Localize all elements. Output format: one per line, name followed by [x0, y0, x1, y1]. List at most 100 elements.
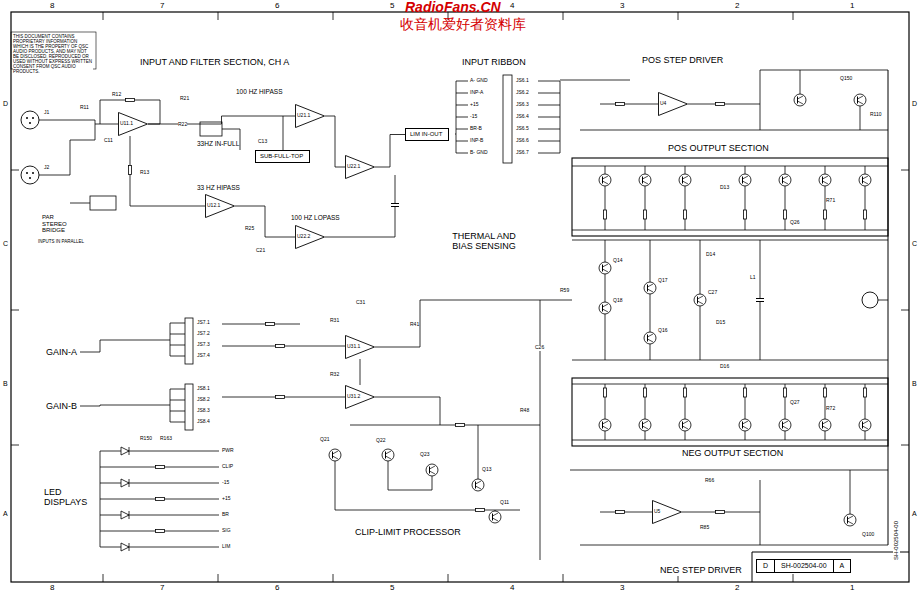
wire	[540, 300, 541, 560]
part-designator: R66	[705, 478, 714, 484]
part-designator: U22.2	[297, 234, 310, 240]
wire	[605, 240, 606, 360]
switch-box: SUB-FULL-TOP	[255, 150, 310, 163]
wire	[222, 324, 300, 325]
connector-pin: JS6.5	[516, 126, 529, 132]
wire	[222, 397, 345, 398]
part-designator: Q26	[790, 220, 799, 226]
wire	[745, 219, 746, 230]
resistor-symbol	[684, 210, 687, 219]
wire	[785, 186, 786, 210]
wire	[648, 289, 654, 292]
wire	[643, 176, 649, 179]
transistor-symbol	[779, 174, 791, 186]
wire	[572, 166, 888, 167]
part-designator: R31	[330, 318, 339, 324]
wire	[218, 574, 219, 582]
wire	[800, 70, 801, 94]
wire	[901, 310, 909, 311]
section-title: GAIN-B	[46, 402, 77, 412]
wire	[742, 422, 743, 429]
wire	[825, 166, 826, 174]
pin-name: INP-A	[470, 90, 483, 96]
resistor-symbol	[266, 323, 275, 326]
wire	[572, 440, 888, 441]
transistor-symbol	[644, 282, 656, 294]
wire	[170, 400, 185, 401]
part-designator: U21.1	[297, 113, 310, 119]
resistor-symbol	[684, 388, 687, 397]
pin-name: B- GND	[470, 150, 488, 156]
wire	[648, 284, 654, 287]
wire	[825, 219, 826, 230]
wire	[642, 422, 643, 429]
wire	[697, 297, 698, 304]
wire	[782, 422, 783, 429]
wire	[850, 470, 851, 514]
transistor-symbol	[859, 174, 871, 186]
wire	[100, 531, 219, 532]
grid-number: 6	[275, 2, 279, 11]
wire	[570, 470, 888, 471]
wire	[688, 104, 760, 105]
connector-pin: JS6.1	[516, 78, 529, 84]
wire	[756, 301, 764, 302]
signal-name: -15	[222, 480, 229, 486]
part-designator: J2	[44, 165, 49, 171]
capacitor-gap	[391, 203, 399, 207]
wire	[857, 97, 858, 104]
grid-number: 7	[160, 584, 164, 593]
wire	[605, 186, 606, 210]
wire	[745, 166, 746, 174]
wire	[602, 305, 603, 312]
wire	[793, 574, 794, 582]
wire	[822, 422, 823, 429]
transistor-symbol	[382, 449, 394, 461]
wire	[580, 130, 888, 131]
wire	[100, 451, 101, 547]
wire	[823, 421, 829, 424]
wire	[742, 177, 743, 184]
wire	[823, 176, 829, 179]
section-title: NEG STEP DRIVER	[660, 566, 742, 576]
wire	[103, 12, 104, 20]
resistor-symbol	[476, 509, 485, 512]
wire	[743, 421, 749, 424]
grid-number: 1	[850, 2, 854, 11]
grid-letter: B	[912, 380, 917, 388]
wire	[648, 334, 654, 337]
wire	[538, 105, 560, 106]
wire	[862, 422, 863, 429]
section-title: POS OUTPUT SECTION	[668, 144, 769, 154]
wire	[647, 335, 648, 342]
wire	[863, 421, 869, 424]
wire	[333, 451, 339, 454]
wire	[100, 547, 219, 548]
signal-name: LIM	[222, 544, 230, 550]
transistor-symbol	[639, 174, 651, 186]
part-designator: R25	[245, 226, 254, 232]
part-designator: Q16	[658, 328, 667, 334]
part-designator: Q18	[613, 298, 622, 304]
wire	[375, 300, 540, 347]
led-symbol	[121, 543, 129, 551]
part-designator: R85	[700, 525, 709, 531]
op-amp-triangle	[659, 93, 688, 116]
wire	[683, 426, 689, 429]
grid-number: 3	[620, 584, 624, 593]
connector-pin: JS7.2	[197, 331, 210, 337]
wire	[39, 140, 95, 175]
wire	[743, 181, 749, 184]
wire	[222, 346, 345, 347]
wire	[865, 166, 866, 174]
resistor-symbol	[824, 210, 827, 219]
part-designator: D13	[720, 185, 729, 191]
wire	[129, 543, 130, 551]
wire	[218, 12, 219, 20]
part-designator: Q11	[500, 500, 509, 506]
wire	[785, 431, 786, 440]
resistor-symbol	[456, 424, 465, 427]
op-amp-triangle	[653, 501, 682, 524]
wire	[563, 12, 564, 20]
resistor-symbol	[126, 99, 135, 102]
